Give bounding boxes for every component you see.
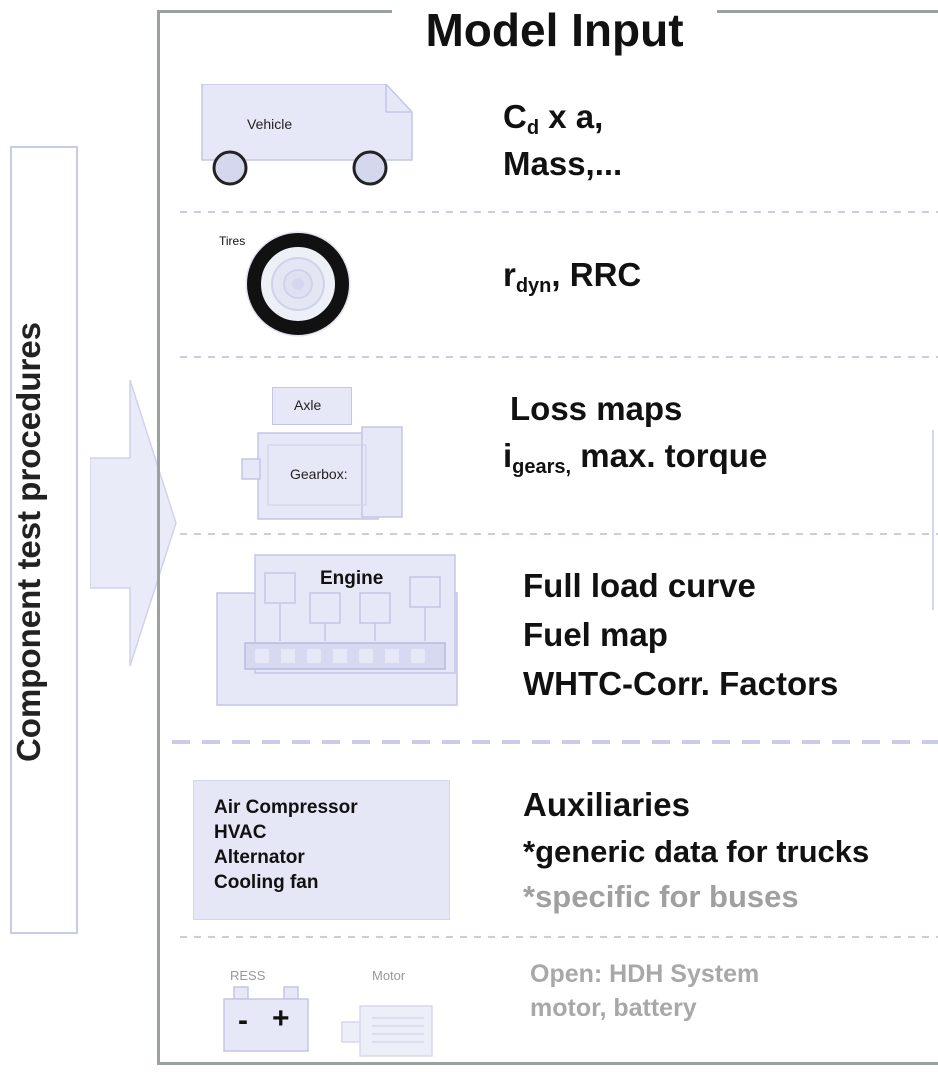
motor-label: Motor (372, 968, 406, 983)
gearbox-label: Gearbox: (290, 466, 348, 482)
vehicle-label: Vehicle (247, 116, 293, 132)
auxiliaries-note-buses: *specific for buses (523, 879, 799, 914)
tires-label: Tires (219, 234, 246, 248)
engine-param-full-load-curve: Full load curve (523, 567, 756, 604)
component-test-procedures-label: Component test procedures (10, 321, 47, 763)
engine-param-whtc: WHTC-Corr. Factors (523, 665, 839, 702)
battery-icon (223, 986, 309, 1052)
row-dividers (172, 211, 938, 938)
tire-icon (245, 231, 351, 337)
tire-params: rdyn, RRC (503, 256, 642, 297)
battery-plus-sign: + (272, 1002, 290, 1035)
engine-param-fuel-map: Fuel map (523, 616, 668, 653)
aux-item-air-compressor: Air Compressor (214, 797, 358, 818)
axle-box (272, 387, 352, 425)
open-hdh-line2: motor, battery (530, 994, 697, 1022)
motor-icon (341, 1005, 433, 1057)
aux-item-hvac: HVAC (214, 822, 267, 843)
vehicle-icon (201, 84, 413, 186)
engine-label: Engine (320, 568, 384, 589)
gearbox-params-line2: igears, max. torque (503, 437, 768, 478)
ress-label: RESS (230, 968, 266, 983)
auxiliaries-box: Air Compressor HVAC Alternator Cooling f… (193, 780, 450, 920)
vehicle-params-line1: Cd x a, (503, 98, 604, 139)
open-hdh-line1: Open: HDH System (530, 960, 760, 988)
auxiliaries-heading: Auxiliaries (523, 786, 690, 823)
auxiliaries-note-trucks: *generic data for trucks (523, 834, 870, 869)
panel-title: Model Input (392, 0, 717, 65)
aux-item-alternator: Alternator (214, 847, 305, 868)
axle-label: Axle (294, 397, 322, 413)
right-edge-box (932, 430, 938, 610)
input-arrow (90, 380, 177, 667)
component-test-procedures-box: Component test procedures (10, 146, 78, 934)
battery-minus-sign: - (238, 1004, 248, 1037)
engine-icon (216, 554, 458, 706)
aux-item-cooling-fan: Cooling fan (214, 872, 319, 893)
gearbox-icon (241, 426, 403, 520)
vehicle-params-line2: Mass,... (503, 145, 623, 182)
gearbox-params-line1: Loss maps (510, 390, 683, 427)
